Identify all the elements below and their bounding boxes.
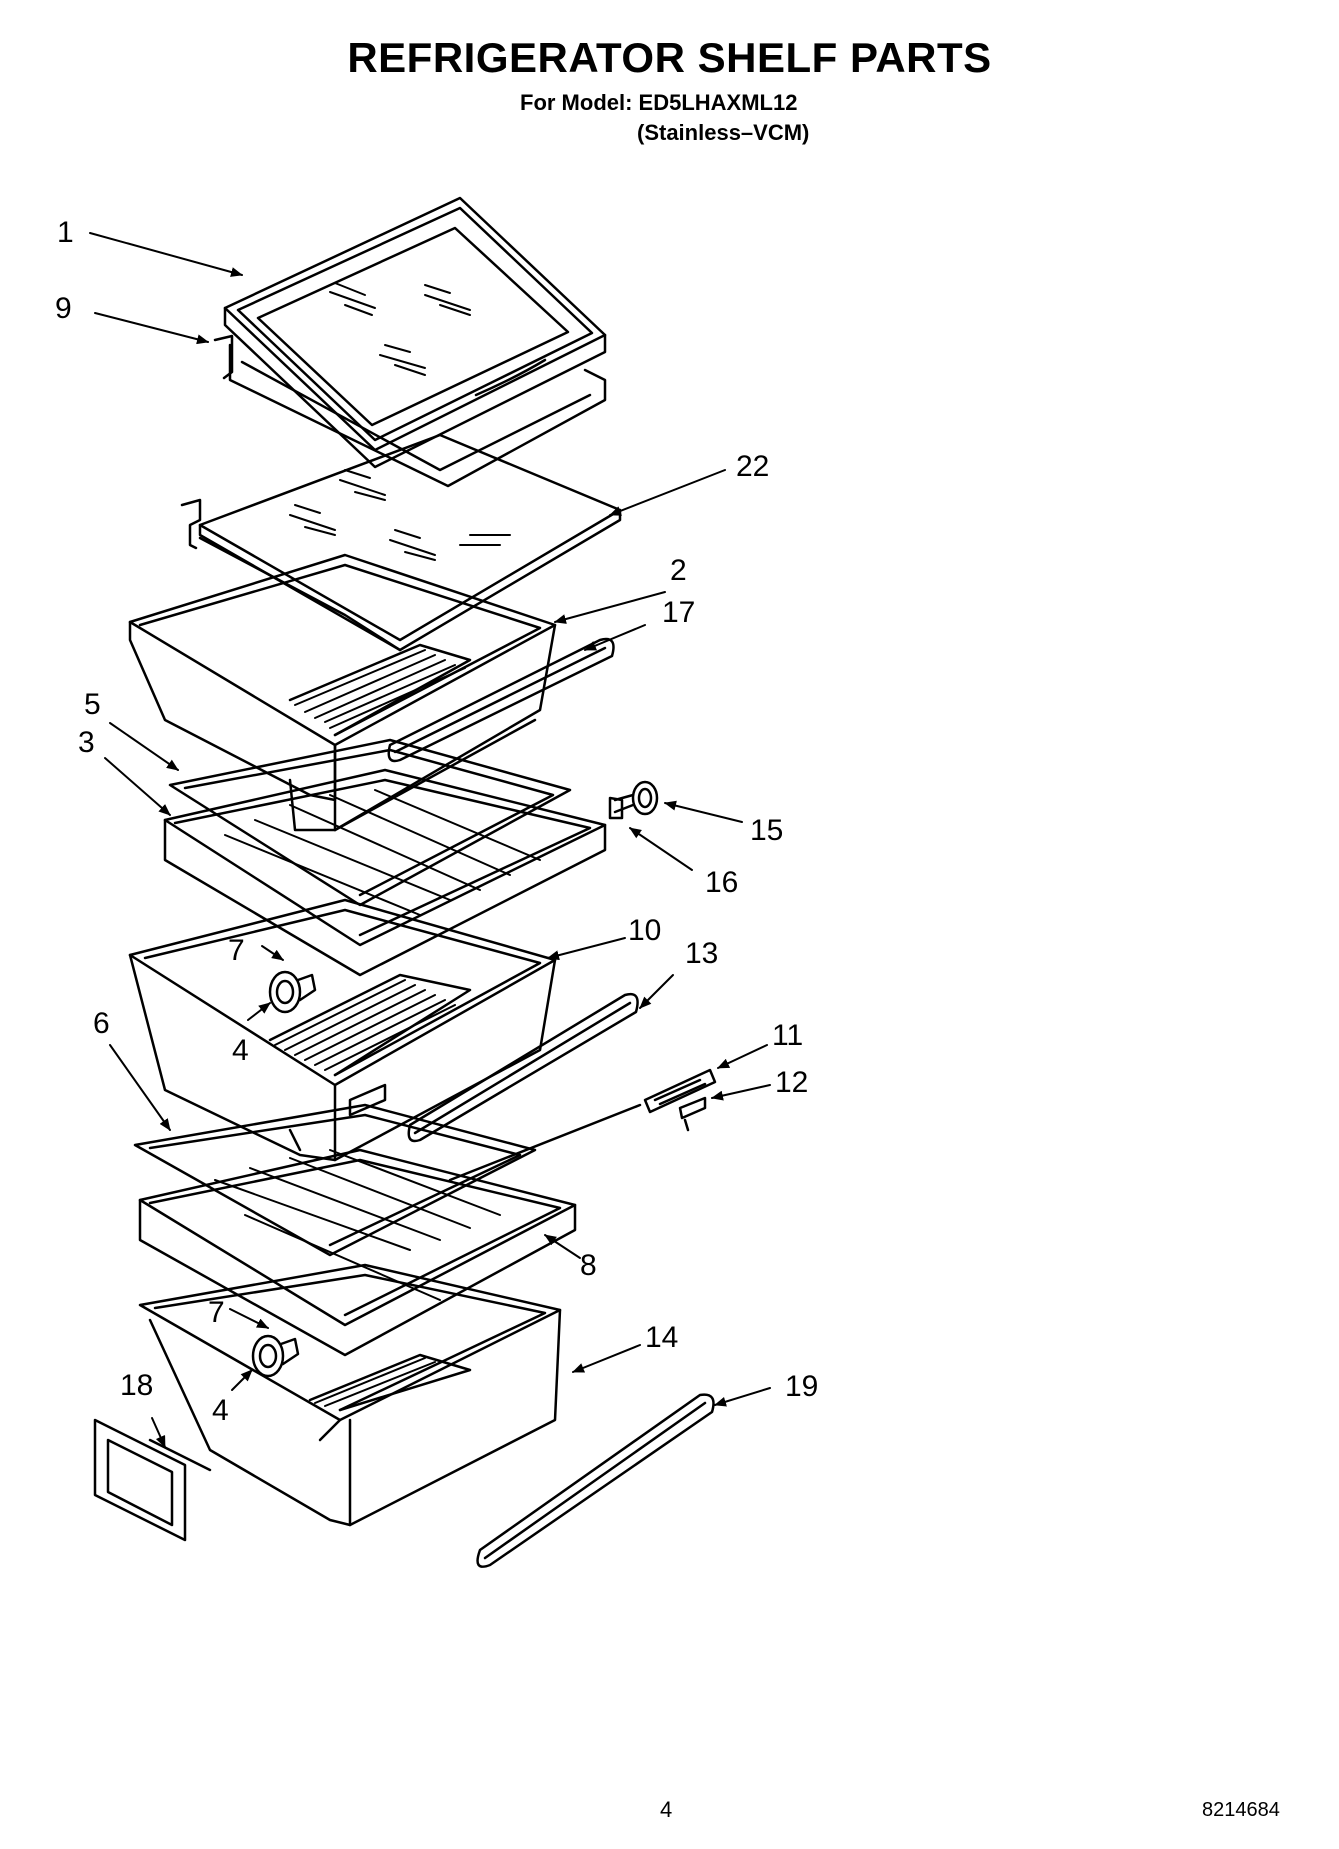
callout-17: 17 xyxy=(662,596,695,629)
knob-roller-lower xyxy=(251,1334,300,1378)
callout-22: 22 xyxy=(736,450,769,483)
page-number: 4 xyxy=(660,1797,673,1822)
callout-13: 13 xyxy=(685,937,718,970)
callout-numbers: 1 9 22 2 17 5 3 15 16 7 10 13 4 6 11 12 … xyxy=(55,216,818,1427)
drawer-label xyxy=(93,1418,212,1542)
page-title: REFRIGERATOR SHELF PARTS xyxy=(347,34,992,81)
callout-4-lower: 4 xyxy=(212,1394,229,1427)
callout-6: 6 xyxy=(93,1007,110,1040)
crisper-cover-lower xyxy=(133,1103,577,1357)
callout-12: 12 xyxy=(775,1066,808,1099)
callout-5: 5 xyxy=(84,688,101,721)
glass-shelf-middle xyxy=(180,433,622,652)
callout-15: 15 xyxy=(750,814,783,847)
callout-7-lower: 7 xyxy=(208,1296,225,1329)
deli-drawer xyxy=(138,1263,562,1527)
humidity-control xyxy=(448,1068,717,1182)
drawer-handle-bottom xyxy=(476,1393,715,1568)
roller-screw xyxy=(608,780,659,820)
callout-2: 2 xyxy=(670,554,687,587)
callout-11: 11 xyxy=(772,1019,803,1052)
callout-8: 8 xyxy=(580,1249,597,1282)
crisper-handle-lower xyxy=(407,992,639,1143)
crisper-cover-upper xyxy=(163,738,607,977)
crisper-drawer-lower xyxy=(128,898,557,1162)
callout-4-upper: 4 xyxy=(232,1034,249,1067)
document-code: 8214684 xyxy=(1202,1799,1280,1821)
callout-14: 14 xyxy=(645,1321,678,1354)
model-line: For Model: ED5LHAXML12 xyxy=(520,90,798,115)
callout-19: 19 xyxy=(785,1370,818,1403)
callout-3: 3 xyxy=(78,726,95,759)
callout-10: 10 xyxy=(628,914,661,947)
leader-lines xyxy=(89,232,771,1448)
callout-7-upper: 7 xyxy=(228,934,245,967)
callout-9: 9 xyxy=(55,292,72,325)
callout-16: 16 xyxy=(705,866,738,899)
knob-roller-upper xyxy=(268,970,317,1014)
crisper-handle-upper xyxy=(387,637,615,763)
finish-line: (Stainless–VCM) xyxy=(637,120,810,145)
callout-1: 1 xyxy=(57,216,74,249)
callout-18: 18 xyxy=(120,1369,153,1402)
glass-shelf-top xyxy=(213,196,607,488)
